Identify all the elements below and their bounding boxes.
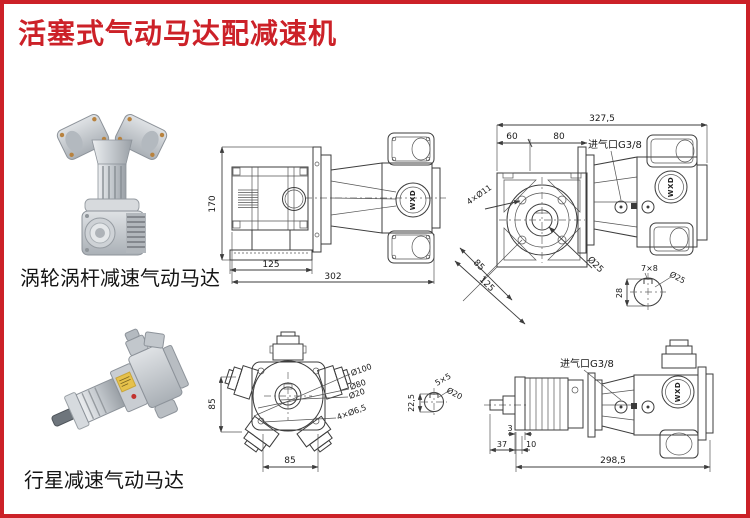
brand-logo: WXD: [667, 177, 675, 197]
shaft-keyway-detail: 22,5 5×5 Ø20: [407, 371, 464, 416]
red-dot: [131, 393, 137, 399]
label-shaft-dia-25: Ø25: [585, 254, 606, 275]
air-ports: [614, 200, 655, 214]
dim-length-302: 302: [324, 272, 341, 282]
yellow-label-sticker: [115, 371, 137, 393]
cylinder: [269, 331, 307, 361]
diameter-callouts: Ø100 Ø80 Ø20 4×Ø6,5: [253, 361, 373, 423]
drawing-planetary-motor-side-view: WXD 进气口G3/8 3 37 10 298,5: [484, 339, 714, 472]
dim-overall-327-5: 327,5: [589, 114, 615, 124]
motor-body-front: [251, 360, 326, 432]
planetary-motor-photo: [51, 328, 189, 430]
drawing-radial-motor-front-view: 85 85 Ø100 Ø80 Ø20 4×Ø6,5 22,5 5×5 Ø20: [208, 331, 464, 472]
label-key-dia-20: Ø20: [445, 385, 464, 402]
dim-width-85: 85: [284, 456, 295, 466]
worm-gear-motor-photo: [56, 114, 168, 256]
cooling-fins: [238, 189, 258, 208]
brand-logo: WXD: [674, 382, 682, 402]
motor-body-outline: WXD: [381, 132, 441, 264]
label-dia-100: Ø100: [349, 361, 373, 378]
dim-seg-60: 60: [506, 132, 518, 142]
dimensions-front: 85 85: [208, 376, 319, 472]
cylinder-head-side: [143, 331, 165, 349]
label-key-dia-25: Ø25: [668, 269, 687, 286]
diagonal-dimensions: 85 125 Ø25: [454, 226, 606, 325]
dimensions-top: 327,5 60 80: [496, 114, 708, 171]
dim-10: 10: [526, 440, 536, 449]
motor-outline: WXD: [593, 134, 708, 256]
dim-height-85: 85: [208, 398, 218, 409]
dim-height-170: 170: [208, 195, 218, 212]
motor-outline: WXD: [601, 339, 714, 459]
worm-gearbox-outline: [229, 166, 313, 261]
label-4xd11: 4×Ø11: [464, 182, 493, 206]
planetary-assembly: [51, 328, 189, 430]
worm-gearbox: [81, 210, 146, 256]
page-title: 活塞式气动马达配减速机: [18, 18, 338, 49]
output-shaft: [489, 395, 516, 415]
mount-flange-outline: [312, 146, 332, 253]
dimensions: 170 125 302: [208, 146, 435, 285]
dim-key-28: 28: [615, 288, 624, 298]
dim-diag-85: 85: [471, 258, 486, 273]
hole-callout: 4×Ø11: [464, 182, 521, 210]
drawing-worm-motor-top-view: 327,5 60 80: [454, 114, 708, 325]
brand-logo: WXD: [409, 190, 417, 210]
dim-diag-125: 125: [477, 275, 496, 294]
shaft-keyway-detail: 28 7×8 Ø25: [615, 264, 687, 311]
label-4xd6-5: 4×Ø6,5: [335, 402, 367, 422]
dim-37: 37: [497, 440, 507, 449]
dim-key-22-5: 22,5: [407, 394, 416, 412]
caption-planetary-motor: 行星减速气动马达: [24, 470, 184, 492]
gearbox-face-outline: [496, 172, 588, 268]
radial-cylinders: [224, 331, 352, 453]
mount-flange: [84, 198, 140, 213]
dim-3: 3: [507, 424, 512, 433]
label-keyway-7x8: 7×8: [641, 264, 658, 273]
flange-outline: [577, 146, 595, 254]
motor-column: [97, 163, 127, 203]
label-air-inlet-port: 进气口G3/8: [588, 138, 642, 151]
label-air-inlet-port: 进气口G3/8: [560, 357, 614, 370]
dim-base-125: 125: [262, 260, 279, 270]
dim-seg-80: 80: [553, 132, 565, 142]
dim-overall-298-5: 298,5: [600, 456, 626, 466]
caption-worm-gear-motor: 涡轮涡杆减速气动马达: [20, 268, 220, 290]
drawing-worm-motor-side-view: WXD 170 125 302: [208, 132, 446, 285]
dimensions-side: 3 37 10 298,5: [489, 414, 711, 472]
planetary-gearbox-outline: [514, 376, 584, 431]
air-ports: [614, 400, 655, 414]
